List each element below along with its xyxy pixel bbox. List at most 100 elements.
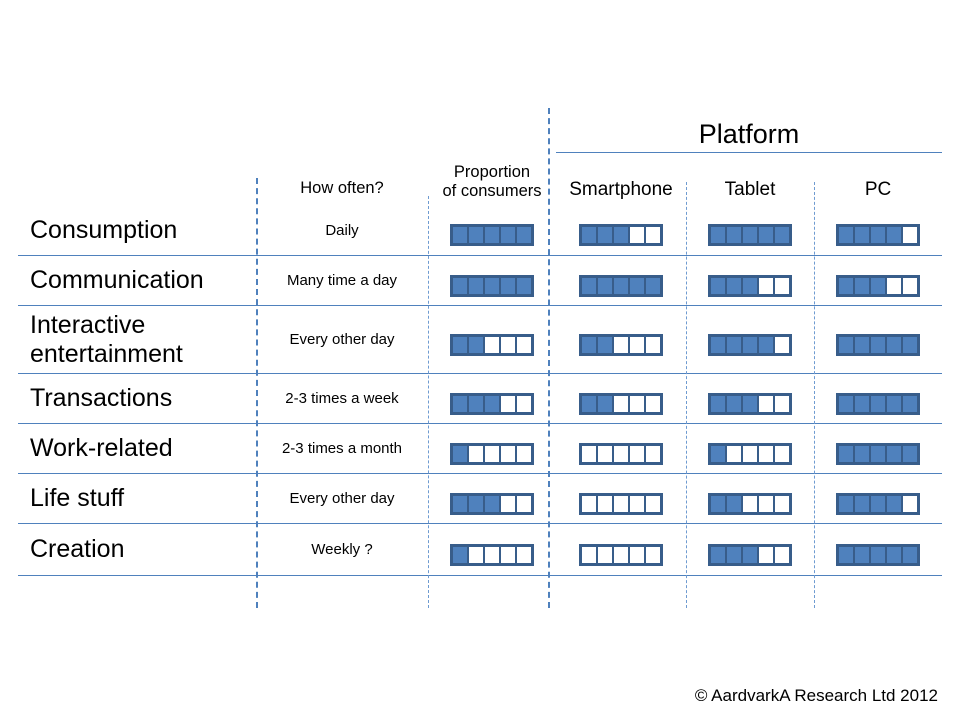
meter-segment bbox=[743, 445, 757, 462]
meter-segment bbox=[887, 336, 902, 353]
meter-segment bbox=[598, 227, 612, 244]
meter-segment bbox=[453, 445, 467, 462]
meter-segment bbox=[871, 395, 886, 412]
meter-segment bbox=[469, 277, 483, 294]
tablet-meter bbox=[708, 392, 792, 415]
tablet-meter bbox=[708, 224, 792, 247]
meter-segment bbox=[775, 336, 789, 353]
meter-segment bbox=[501, 277, 515, 294]
proportion-meter-cell bbox=[428, 206, 556, 256]
table-header: Platform How often? Proportion of consum… bbox=[18, 108, 943, 206]
meter-segment bbox=[646, 445, 660, 462]
meter-segment bbox=[871, 336, 886, 353]
meter-segment bbox=[485, 277, 499, 294]
pc-meter bbox=[836, 392, 921, 415]
activity-label: Interactive entertainment bbox=[18, 305, 256, 374]
meter-segment bbox=[839, 336, 854, 353]
meter-segment bbox=[839, 495, 854, 512]
smartphone-meter bbox=[579, 274, 663, 297]
tablet-meter-cell bbox=[686, 373, 814, 424]
proportion-meter bbox=[450, 543, 534, 566]
meter-segment bbox=[887, 445, 902, 462]
meter-segment bbox=[887, 495, 902, 512]
proportion-meter bbox=[450, 224, 534, 247]
proportion-meter bbox=[450, 274, 534, 297]
meter-segment bbox=[759, 445, 773, 462]
meter-segment bbox=[453, 546, 467, 563]
meter-segment bbox=[646, 336, 660, 353]
meter-segment bbox=[630, 495, 644, 512]
meter-segment bbox=[727, 227, 741, 244]
meter-segment bbox=[855, 395, 870, 412]
meter-segment bbox=[598, 277, 612, 294]
how-often-value: Every other day bbox=[256, 305, 428, 374]
meter-segment bbox=[903, 277, 918, 294]
meter-segment bbox=[839, 395, 854, 412]
smartphone-meter bbox=[579, 224, 663, 247]
meter-segment bbox=[630, 546, 644, 563]
meter-segment bbox=[582, 277, 596, 294]
meter-segment bbox=[598, 395, 612, 412]
meter-segment bbox=[501, 546, 515, 563]
header-proportion-line1: Proportion bbox=[453, 162, 531, 181]
meter-segment bbox=[855, 546, 870, 563]
activity-label: Life stuff bbox=[18, 473, 256, 524]
meter-segment bbox=[855, 227, 870, 244]
meter-segment bbox=[598, 336, 612, 353]
meter-segment bbox=[839, 546, 854, 563]
meter-segment bbox=[582, 495, 596, 512]
meter-segment bbox=[469, 495, 483, 512]
meter-segment bbox=[469, 546, 483, 563]
meter-segment bbox=[743, 395, 757, 412]
pc-meter bbox=[836, 492, 921, 515]
how-often-value: Many time a day bbox=[256, 255, 428, 306]
header-platform-group: Platform bbox=[556, 108, 943, 153]
meter-segment bbox=[517, 495, 531, 512]
meter-segment bbox=[759, 336, 773, 353]
meter-segment bbox=[727, 277, 741, 294]
smartphone-meter bbox=[579, 492, 663, 515]
meter-segment bbox=[711, 227, 725, 244]
smartphone-meter bbox=[579, 333, 663, 356]
header-platform-pc: PC bbox=[864, 178, 892, 200]
meter-segment bbox=[743, 495, 757, 512]
tablet-meter-cell bbox=[686, 523, 814, 576]
meter-segment bbox=[614, 277, 628, 294]
meter-segment bbox=[614, 546, 628, 563]
smartphone-meter bbox=[579, 442, 663, 465]
meter-segment bbox=[743, 336, 757, 353]
meter-segment bbox=[711, 445, 725, 462]
meter-segment bbox=[839, 277, 854, 294]
meter-segment bbox=[469, 227, 483, 244]
meter-segment bbox=[646, 277, 660, 294]
meter-segment bbox=[614, 395, 628, 412]
meter-segment bbox=[517, 227, 531, 244]
smartphone-meter-cell bbox=[556, 523, 686, 576]
meter-segment bbox=[839, 445, 854, 462]
pc-meter-cell bbox=[814, 255, 943, 306]
meter-segment bbox=[759, 227, 773, 244]
header-proportion-line2: of consumers bbox=[442, 182, 542, 201]
meter-segment bbox=[646, 546, 660, 563]
how-often-value: 2-3 times a week bbox=[256, 373, 428, 424]
divider-tablet-pc bbox=[814, 182, 815, 608]
meter-segment bbox=[646, 395, 660, 412]
header-spacer-proportion bbox=[428, 108, 556, 153]
meter-segment bbox=[887, 395, 902, 412]
copyright-notice: © AardvarkA Research Ltd 2012 bbox=[694, 686, 938, 705]
meter-segment bbox=[501, 227, 515, 244]
meter-segment bbox=[711, 336, 725, 353]
meter-segment bbox=[501, 495, 515, 512]
smartphone-meter bbox=[579, 543, 663, 566]
pc-meter bbox=[836, 543, 921, 566]
meter-segment bbox=[630, 336, 644, 353]
smartphone-meter-cell bbox=[556, 305, 686, 374]
meter-segment bbox=[582, 546, 596, 563]
pc-meter-cell bbox=[814, 423, 943, 474]
meter-segment bbox=[711, 546, 725, 563]
header-spacer-often bbox=[256, 108, 428, 153]
pc-meter bbox=[836, 274, 921, 297]
meter-segment bbox=[727, 336, 741, 353]
